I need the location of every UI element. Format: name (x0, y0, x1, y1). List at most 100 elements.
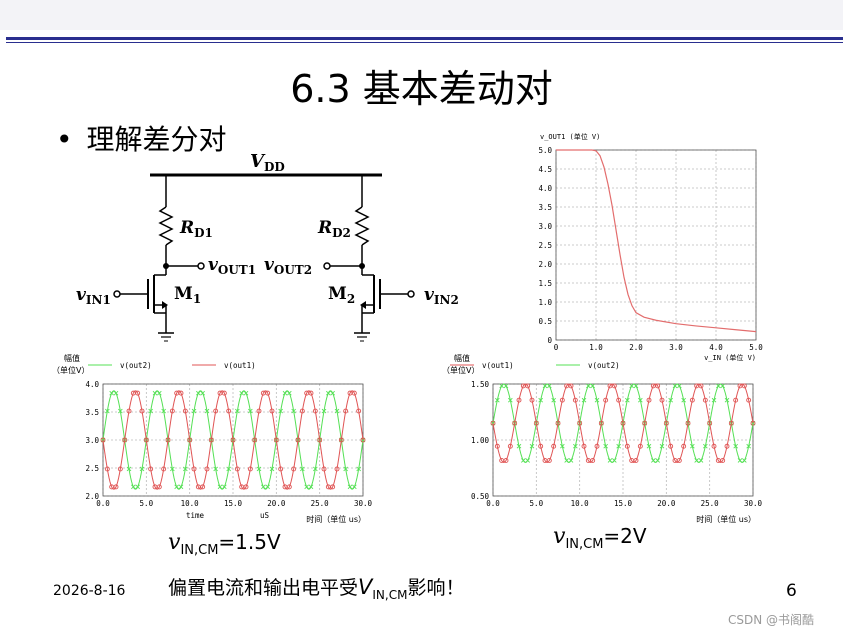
marker-x (178, 484, 184, 490)
y-tick-label: 4.0 (85, 380, 99, 389)
marker-o (689, 397, 695, 403)
marker-o (273, 437, 279, 443)
marker-o (278, 466, 284, 472)
x-tick-label: 15.0 (224, 499, 243, 508)
marker-o (143, 437, 149, 443)
series-line-v(out1) (492, 383, 754, 463)
marker-x (105, 408, 110, 414)
marker-x (573, 443, 578, 449)
marker-x (564, 458, 569, 463)
marker-x (659, 443, 665, 449)
x-axis-label: 时间（单位 us） (696, 514, 756, 524)
marker-x (118, 408, 123, 414)
x-tick-label: 0.0 (486, 499, 500, 508)
marker-o (169, 408, 175, 414)
y-axis-label: v_OUT1 (单位 V) (540, 132, 600, 141)
marker-x (551, 397, 556, 403)
marker-o (356, 408, 362, 414)
marker-x (170, 466, 175, 472)
x-tick-label: 5.0 (530, 499, 544, 508)
marker-x (698, 458, 704, 463)
legend-label: v(out2) (120, 361, 152, 370)
marker-o (204, 466, 210, 472)
x-tick-label: 20.0 (267, 499, 286, 508)
marker-o (733, 397, 739, 403)
vdd-label: VDD (250, 151, 285, 174)
marker-x (226, 466, 231, 472)
caption-left: vIN,CM=1.5V (168, 530, 281, 558)
marker-x (703, 443, 708, 449)
marker-o (182, 408, 188, 414)
marker-o (746, 397, 752, 403)
slide-title: 6.3 基本差动对 (290, 67, 553, 111)
marker-o (221, 390, 227, 396)
marker-x (742, 458, 747, 463)
bullet-item: •理解差分对 (56, 118, 227, 158)
marker-x (542, 383, 548, 389)
marker-o (720, 458, 726, 463)
vout2-label: vOUT2 (264, 255, 312, 277)
marker-x (568, 458, 574, 463)
marker-x (625, 397, 630, 403)
x-axis-label-time: time (186, 511, 205, 520)
marker-x (724, 397, 730, 403)
marker-o (113, 484, 119, 490)
marker-o (122, 437, 128, 443)
marker-o (200, 484, 206, 490)
marker-o (620, 420, 626, 426)
marker-o (208, 437, 214, 443)
caption-right: vIN,CM=2V (553, 524, 647, 552)
y-tick-label: 2.5 (538, 241, 552, 250)
marker-o (343, 408, 349, 414)
marker-x (594, 397, 600, 403)
marker-o (117, 466, 123, 472)
marker-x (217, 484, 223, 490)
y-tick-label: 0.5 (538, 317, 552, 326)
legend-label: v(out1) (482, 361, 514, 370)
marker-x (308, 484, 314, 490)
marker-x (131, 484, 136, 490)
marker-x (655, 458, 660, 463)
marker-x (243, 390, 249, 396)
y-tick-label: 3.0 (85, 436, 99, 445)
y-tick-label: 1.00 (471, 436, 490, 445)
marker-x (503, 383, 509, 389)
marker-o (707, 420, 713, 426)
marker-x (586, 383, 591, 389)
marker-x (235, 408, 240, 414)
marker-x (668, 397, 673, 403)
marker-o (321, 466, 327, 472)
marker-o (191, 466, 197, 472)
x-tick-label: 5.0 (140, 499, 154, 508)
marker-x (261, 484, 266, 490)
marker-o (741, 383, 747, 389)
marker-o (568, 383, 574, 389)
marker-x (499, 383, 504, 389)
m1-label: M1 (174, 284, 201, 306)
marker-o (616, 397, 622, 403)
marker-x (711, 397, 717, 403)
marker-x (633, 383, 639, 389)
marker-x (651, 458, 656, 463)
resistor-rd1 (158, 206, 174, 246)
marker-x (248, 408, 253, 414)
marker-o (546, 458, 552, 463)
marker-x (733, 443, 738, 449)
marker-o (334, 466, 340, 472)
x-tick-label: 30.0 (354, 499, 373, 508)
marker-o (312, 408, 318, 414)
legend-label: v(out2) (588, 361, 620, 370)
marker-o (256, 408, 262, 414)
marker-o (572, 397, 578, 403)
x-tick-label: 2.0 (629, 343, 643, 352)
marker-x (629, 383, 634, 389)
marker-o (100, 437, 106, 443)
marker-o (291, 466, 297, 472)
marker-x (109, 390, 114, 396)
marker-x (672, 383, 678, 389)
marker-x (716, 383, 721, 389)
marker-o (308, 390, 314, 396)
marker-o (676, 458, 682, 463)
marker-x (287, 390, 292, 396)
marker-x (126, 466, 132, 472)
